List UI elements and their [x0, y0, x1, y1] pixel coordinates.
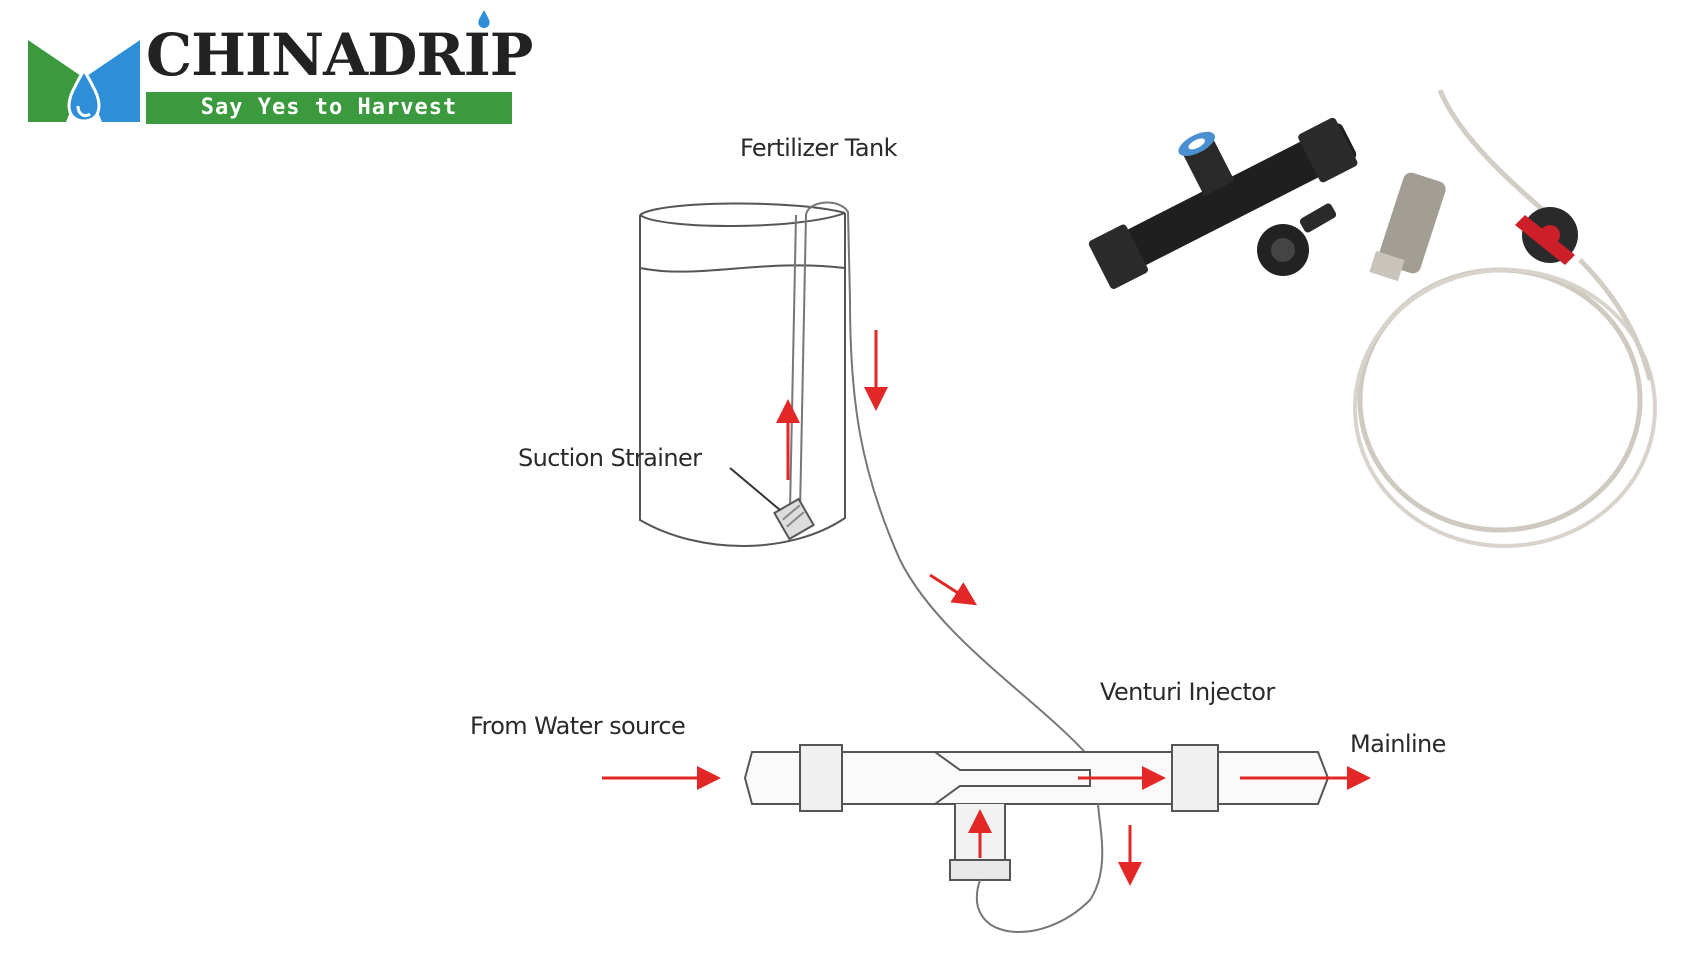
product-venturi-injector-photo	[1066, 73, 1361, 290]
label-from-water-source: From Water source	[470, 712, 685, 740]
suction-tube	[790, 203, 1092, 760]
strainer-leader-line	[730, 468, 780, 510]
product-suction-tube-photo	[1355, 90, 1655, 546]
label-venturi-injector: Venturi Injector	[1100, 678, 1275, 706]
label-suction-strainer: Suction Strainer	[518, 444, 702, 472]
label-mainline: Mainline	[1350, 730, 1446, 758]
suction-strainer	[774, 499, 813, 539]
label-fertilizer-tank: Fertilizer Tank	[740, 134, 898, 162]
product-adapter-fitting	[1257, 202, 1338, 276]
fertilizer-tank	[640, 203, 845, 546]
venturi-injector	[745, 745, 1328, 932]
